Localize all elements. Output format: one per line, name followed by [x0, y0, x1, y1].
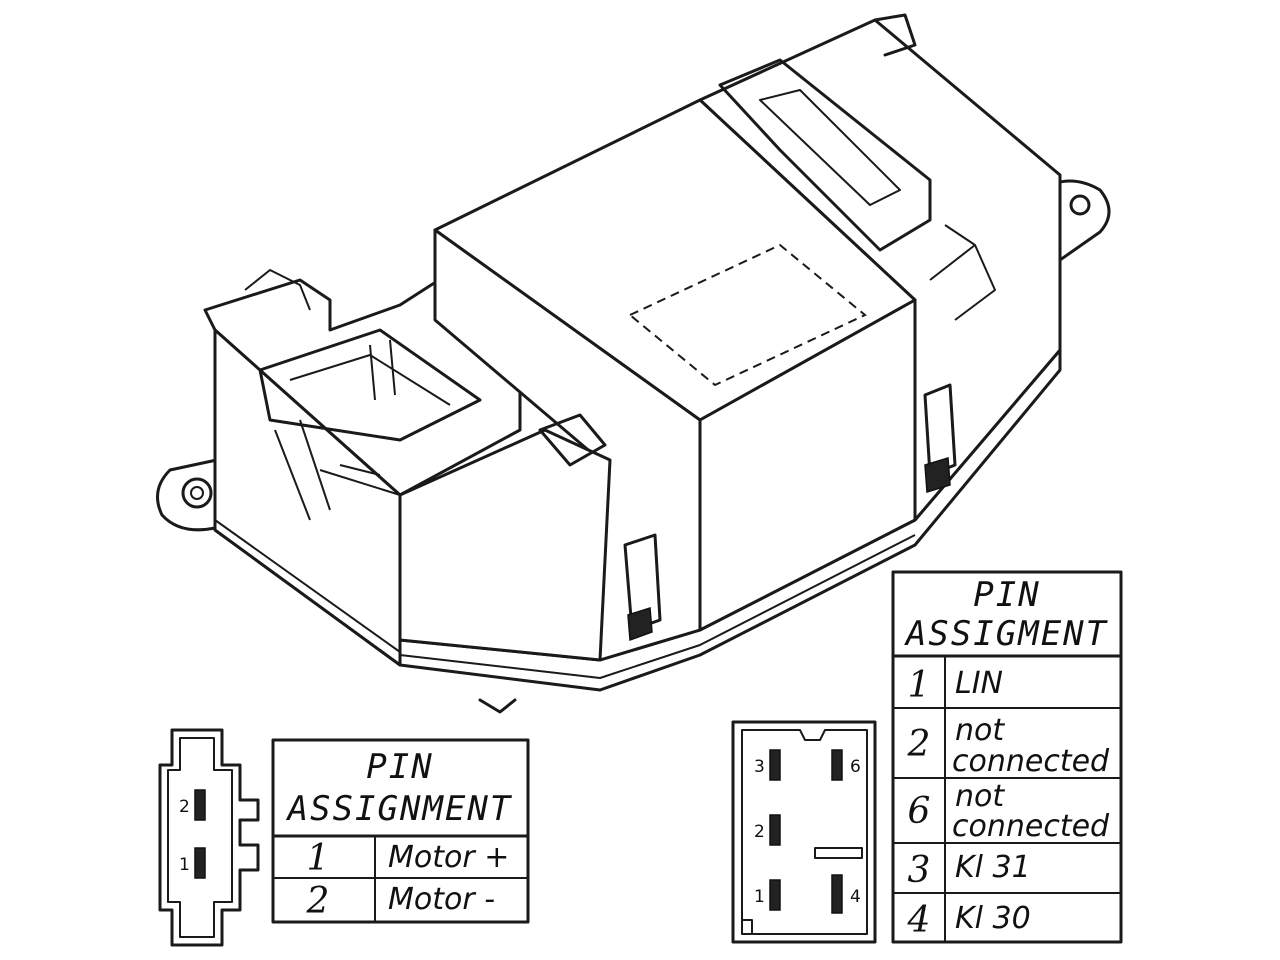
pin-table-left-row2-function: Motor -: [388, 882, 495, 917]
connector-right-label-2: 2: [754, 822, 765, 842]
mounting-hole-right: [1069, 194, 1091, 216]
connector-left-label-2: 2: [179, 797, 190, 817]
pin-table-right: PIN ASSIGMENT 1 LIN 2 not connected 6 no…: [891, 570, 1123, 944]
connector-right: 3 6 2 1 4: [731, 720, 877, 944]
connector-right-pin-1: [769, 879, 781, 911]
pin-table-left: PIN ASSIGNMENT 1 Motor + 2 Motor -: [271, 738, 530, 924]
latch-front: [623, 533, 662, 642]
pin-table-right-row2-pin: 2: [907, 724, 931, 765]
pin-table-left-title-1: PIN: [366, 747, 433, 787]
connector-right-label-4: 4: [850, 887, 861, 907]
pin-table-right-row3-pin: 6: [908, 791, 931, 832]
label-area-dashed: [628, 243, 867, 387]
pin-table-right-row5-pin: 4: [907, 900, 931, 941]
connector-right-pin-2: [769, 814, 781, 846]
pin-table-right-title-2: ASSIGMENT: [904, 614, 1109, 654]
module-drawing: [156, 13, 1111, 714]
connector-right-label-1: 1: [754, 887, 765, 907]
connector-left-pin-1: [194, 847, 206, 879]
pin-table-right-row1-function: LIN: [955, 666, 1003, 701]
pin-table-left-row2-pin: 2: [306, 881, 330, 922]
connector-right-pin-3: [769, 749, 781, 781]
connector-right-label-6: 6: [850, 757, 861, 777]
connector-right-label-3: 3: [754, 757, 765, 777]
pin-table-right-row4-pin: 3: [908, 850, 931, 891]
connector-left-pin-2: [194, 789, 206, 821]
mounting-hole-left: [181, 477, 213, 509]
pin-table-right-title-1: PIN: [973, 575, 1040, 615]
connector-left-label-1: 1: [179, 855, 190, 875]
connector-left: 2 1: [158, 728, 260, 947]
pin-table-right-row3-function-1: not: [955, 779, 1005, 814]
pin-table-left-row1-pin: 1: [307, 838, 330, 879]
pin-table-right-row1-pin: 1: [908, 665, 931, 706]
pin-table-right-row2-function-2: connected: [952, 744, 1110, 779]
pin-table-left-title-2: ASSIGNMENT: [286, 789, 513, 829]
pin-table-right-row2-function-1: not: [955, 713, 1005, 748]
pin-table-right-row4-function: Kl 31: [955, 850, 1031, 885]
connector-right-pin-4: [831, 874, 843, 914]
latch-right: [923, 383, 957, 493]
pin-table-right-row3-function-2: connected: [952, 809, 1110, 844]
connector-right-pin-6: [831, 749, 843, 781]
pin-table-left-row1-function: Motor +: [388, 840, 509, 875]
pin-table-right-row5-function: Kl 30: [955, 901, 1031, 936]
